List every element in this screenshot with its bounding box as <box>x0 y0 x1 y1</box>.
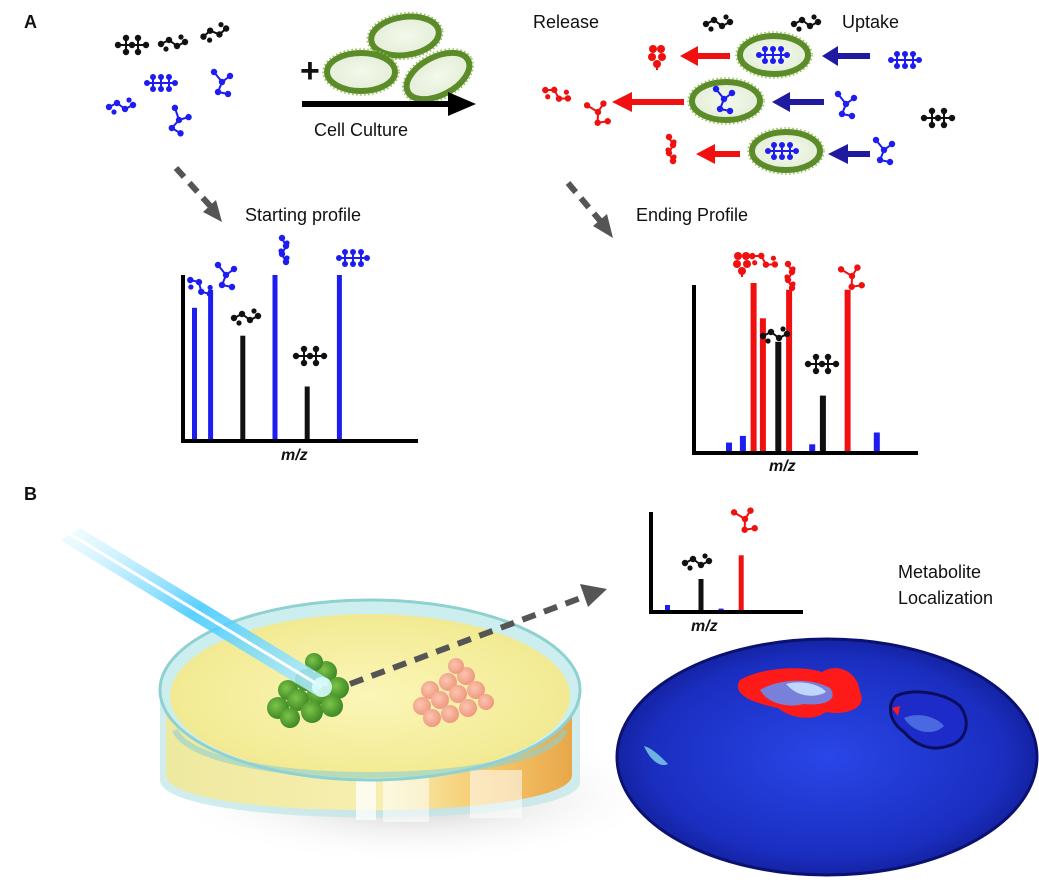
molecule-icon <box>156 33 190 53</box>
molecule-icon <box>887 50 923 70</box>
dashed-arrow-right-head-icon <box>593 214 613 238</box>
spectrum-bar-6 <box>786 289 793 451</box>
molecule-icon <box>291 344 329 368</box>
panel-b <box>60 501 1039 877</box>
substrate-molecules <box>104 19 235 140</box>
molecule-icon <box>213 260 239 292</box>
molecule-icon <box>803 352 841 376</box>
spectrum-bar-2 <box>208 289 214 439</box>
spectrum-bar-3 <box>240 335 246 439</box>
spectrum-bar-4 <box>759 318 766 451</box>
uptake-label: Uptake <box>842 12 900 32</box>
spectrum-bar-1 <box>726 442 732 451</box>
molecule-icon <box>209 67 235 99</box>
molecule-icon <box>196 19 233 46</box>
localization-map <box>615 637 1039 877</box>
x-axis-label-start: m/z <box>281 447 308 464</box>
panel-label-a: A <box>24 12 37 32</box>
pink-colony <box>413 658 494 727</box>
localization-spectrum <box>649 501 803 614</box>
molecule-icon <box>113 33 151 57</box>
molecule-icon <box>871 135 897 167</box>
starting-profile-chart <box>181 233 418 443</box>
bars <box>192 275 342 439</box>
metabolite-label: Metabolite <box>898 562 982 582</box>
laser-beam <box>60 528 332 697</box>
molecule-icon <box>701 13 735 33</box>
molecule-icon <box>104 96 138 116</box>
spectrum-bar-7 <box>809 444 816 451</box>
molecule-icon <box>335 248 371 268</box>
spectrum-bar-4 <box>738 555 744 610</box>
dashed-arrow-left <box>173 165 215 211</box>
molecule-icon <box>229 307 263 327</box>
molecule-icon <box>833 89 859 121</box>
uptake-arrow-icon <box>828 144 848 164</box>
molecule-icon <box>789 13 823 33</box>
spectrum-bar-2 <box>739 435 746 451</box>
release-arrow-icon <box>612 92 632 112</box>
molecule-icon <box>835 258 869 296</box>
molecule-icon <box>162 102 196 140</box>
spectrum-bar-8 <box>819 395 826 451</box>
ending-profile-chart <box>692 245 918 455</box>
released-molecule-icon <box>581 94 615 132</box>
released-molecule-icon <box>664 132 678 166</box>
x-axis-label-end: m/z <box>769 458 796 475</box>
culture-arrow-head-icon <box>448 92 476 116</box>
dashed-arrow-left-head-icon <box>203 200 222 222</box>
spectrum-bar-10 <box>873 432 880 451</box>
dashed-arrow-to-spectrum-head-icon <box>580 584 607 607</box>
molecule-icon <box>277 233 291 267</box>
bars <box>726 283 880 451</box>
spectrum-bar-5 <box>775 341 782 451</box>
x-axis-label-small: m/z <box>691 618 718 635</box>
molecule-icon <box>919 106 957 130</box>
spectrum-bar-1 <box>665 605 670 610</box>
ending-profile-title: Ending Profile <box>636 205 749 225</box>
uptake-arrow-icon <box>772 92 790 112</box>
molecule-icon <box>728 501 762 539</box>
release-uptake-scene <box>538 13 957 174</box>
release-arrow-icon <box>680 46 698 66</box>
spectrum-bar-6 <box>336 275 342 439</box>
spectrum-bar-3 <box>750 283 757 451</box>
spectrum-bar-9 <box>844 289 851 451</box>
localization-label: Localization <box>898 588 994 608</box>
plus-sign: + <box>300 52 320 90</box>
cell-icon <box>323 49 399 95</box>
uptake-arrow-icon <box>822 46 838 66</box>
dashed-arrow-to-spectrum <box>348 593 588 687</box>
spectrum-bar-1 <box>192 307 197 439</box>
spectrum-bar-2 <box>698 579 704 610</box>
spectrum-bar-3 <box>718 608 724 610</box>
molecule-icon <box>783 259 797 293</box>
molecule-icon <box>745 245 783 276</box>
release-label: Release <box>533 12 600 32</box>
molecule-icon <box>732 251 752 278</box>
dashed-arrow-right <box>565 181 605 225</box>
starting-profile-title: Starting profile <box>245 205 362 225</box>
release-arrow-icon <box>696 144 715 164</box>
spectrum-bar-5 <box>304 386 310 439</box>
released-molecule-icon <box>647 44 667 71</box>
cell-culture-label: Cell Culture <box>314 120 409 140</box>
spectrum-bar-4 <box>272 275 278 439</box>
panel-label-b: B <box>24 484 37 504</box>
panel-a: + <box>104 8 957 455</box>
bars <box>665 555 744 610</box>
molecule-icon <box>680 552 714 572</box>
molecule-icon <box>143 73 179 93</box>
released-molecule-icon <box>538 79 576 110</box>
green-colony <box>267 653 349 728</box>
